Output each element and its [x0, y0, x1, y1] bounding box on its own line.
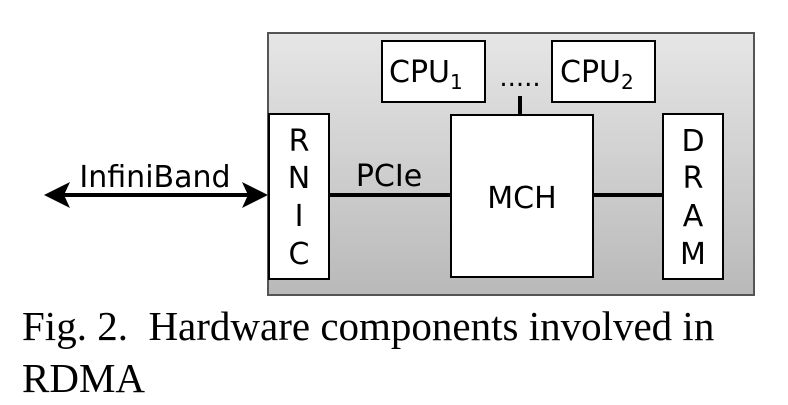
- cpu1-label: CPU1: [389, 55, 463, 94]
- rnic-box: R N I C: [268, 113, 330, 280]
- arrowhead-right-icon: [242, 182, 268, 208]
- cpu2-label: CPU2: [560, 55, 634, 94]
- arrowhead-left-icon: [44, 182, 70, 208]
- rnic-rect: [268, 113, 330, 280]
- dram-rect: [662, 113, 724, 280]
- mch-rect: [450, 114, 594, 278]
- rnic-letter-3: I: [295, 199, 304, 234]
- dram-letter-1: D: [681, 124, 704, 159]
- dram-box: D R A M: [662, 113, 724, 280]
- cpu1-rect: [381, 40, 486, 103]
- cpu-ellipsis: .....: [499, 63, 540, 93]
- dram-letter-4: M: [680, 237, 706, 272]
- rnic-letter-4: C: [289, 237, 310, 272]
- cpu2-rect: [551, 40, 656, 103]
- rnic-letter-2: N: [288, 161, 310, 196]
- pcie-label: PCIe: [356, 159, 422, 194]
- mch-label: MCH: [487, 181, 556, 216]
- infiniband-link: InfiniBand: [44, 160, 268, 208]
- figure-number: Fig. 2.: [22, 303, 128, 349]
- infiniband-label: InfiniBand: [79, 160, 230, 195]
- dram-letter-2: R: [683, 161, 704, 196]
- rnic-letter-1: R: [289, 124, 310, 159]
- figure-caption: Fig. 2. Hardware components involved in …: [22, 300, 782, 404]
- hardware-diagram: InfiniBand R N I C PCIe MCH D R A M CPU1…: [44, 32, 755, 296]
- dram-letter-3: A: [683, 199, 704, 234]
- cpu2-box: CPU2: [551, 40, 656, 103]
- figure-caption-text: Hardware components involved in RDMA: [22, 303, 715, 401]
- cpu1-box: CPU1: [381, 40, 486, 103]
